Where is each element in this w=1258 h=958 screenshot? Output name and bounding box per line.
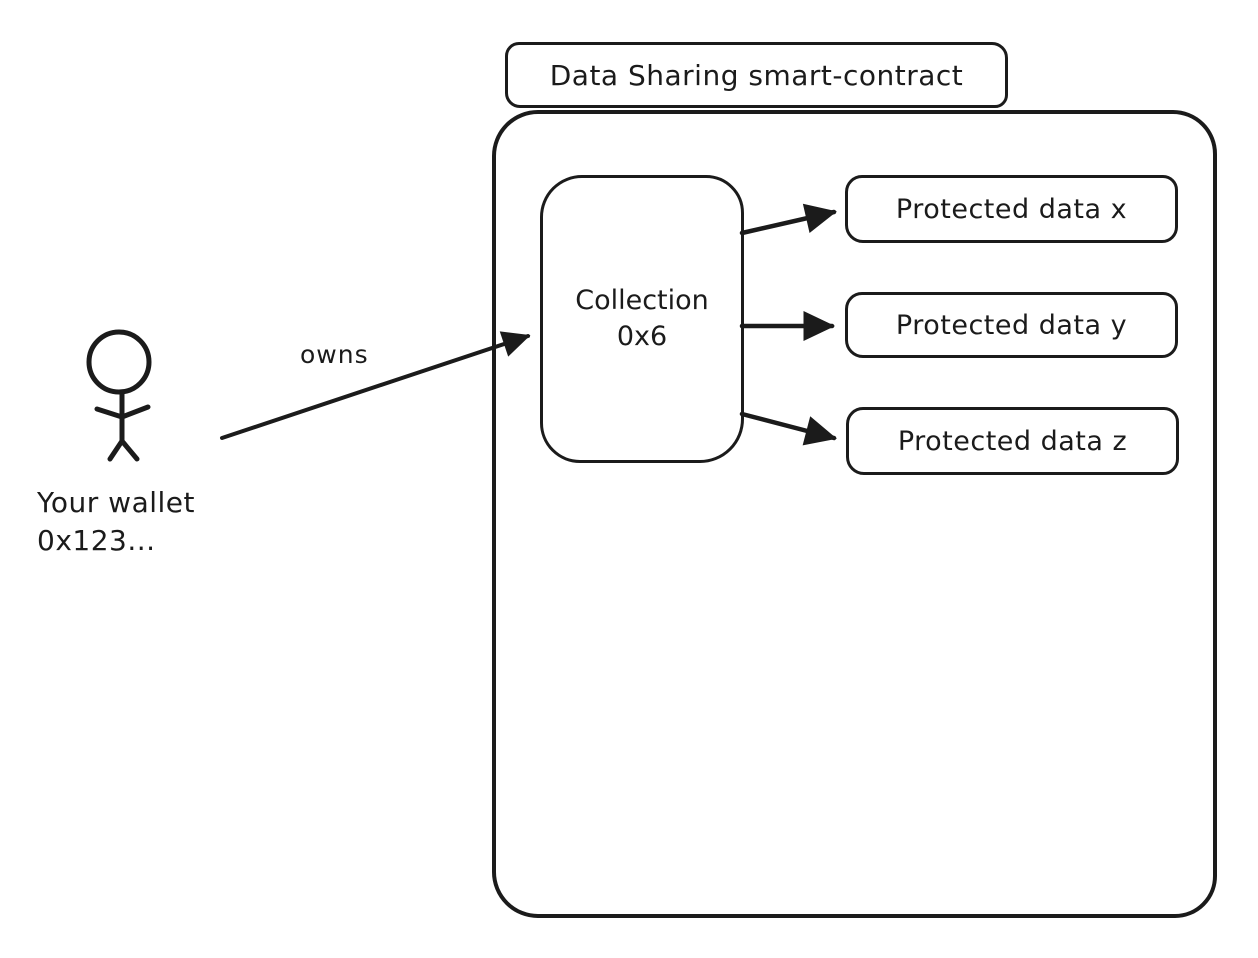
protected-data-box-y: Protected data y	[845, 292, 1178, 358]
collection-label: Collection 0x6	[575, 285, 709, 352]
protected-data-label-z: Protected data z	[897, 425, 1128, 457]
protected-data-box-z: Protected data z	[846, 407, 1179, 475]
owns-relation-label: owns	[300, 340, 369, 369]
person-stick-figure-icon	[86, 329, 152, 462]
smart-contract-title-label: Data Sharing smart-contract	[549, 58, 964, 92]
protected-data-label-y: Protected data y	[895, 309, 1128, 341]
owns-arrow	[220, 331, 531, 440]
protected-data-box-x: Protected data x	[845, 175, 1178, 243]
protected-data-label-x: Protected data x	[895, 193, 1128, 225]
smart-contract-title-box: Data Sharing smart-contract	[505, 42, 1008, 108]
wallet-address-label: Your wallet 0x123...	[37, 486, 195, 557]
collection-box: Collection 0x6	[540, 175, 744, 463]
